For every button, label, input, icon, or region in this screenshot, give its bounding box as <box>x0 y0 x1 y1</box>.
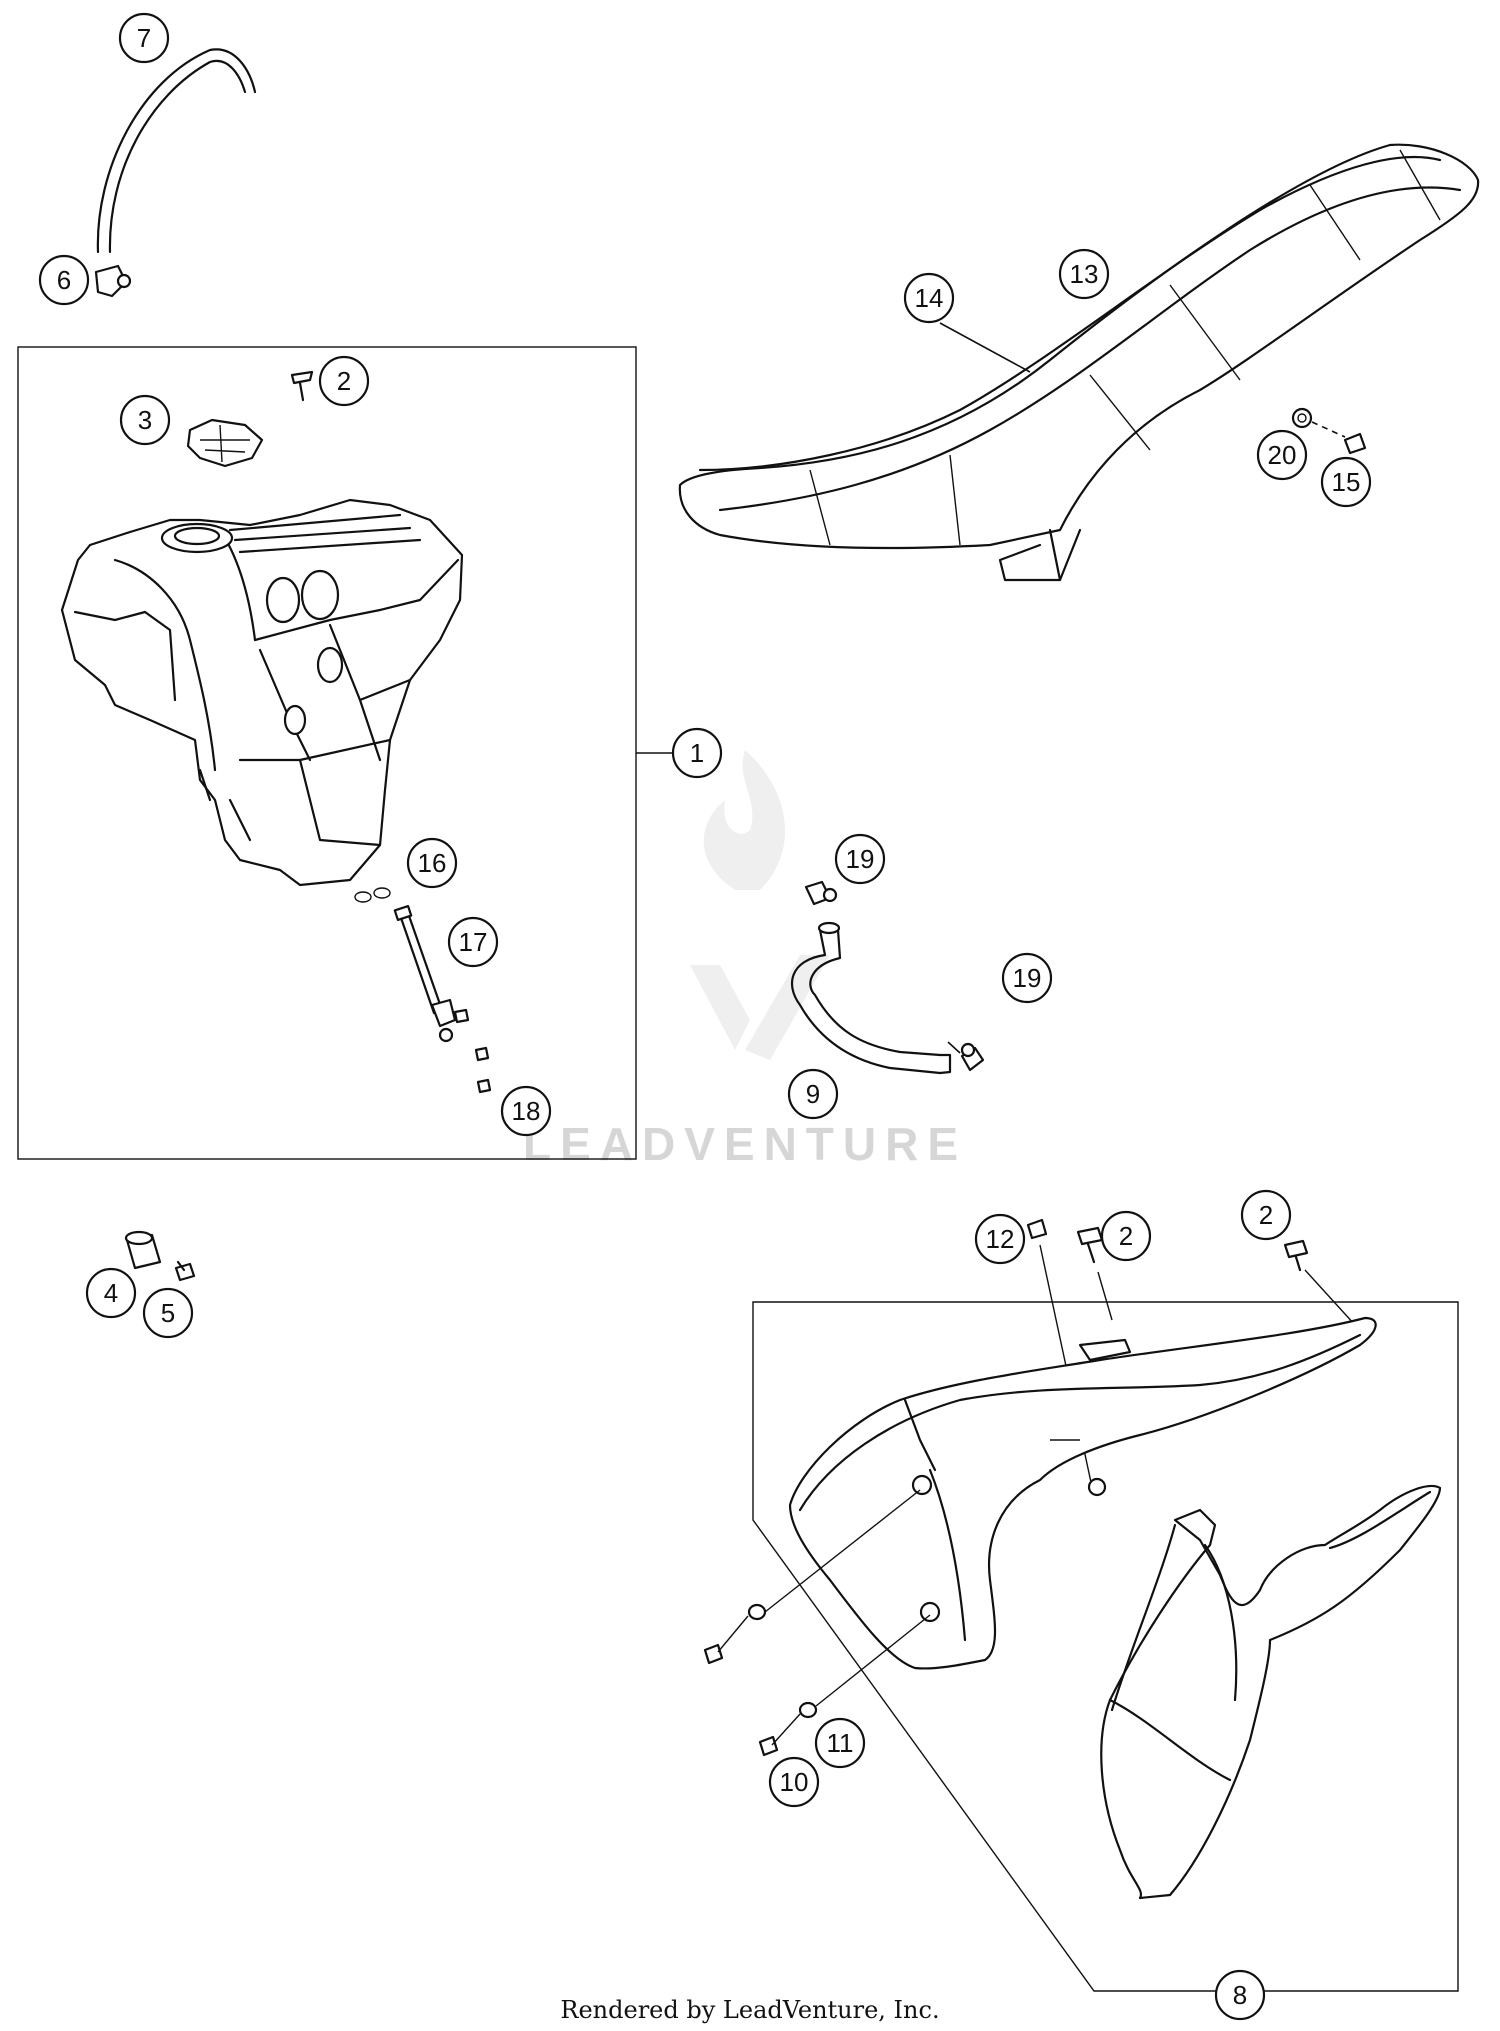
callout-12: 12 <box>974 1213 1026 1265</box>
cover-screw-2b <box>1283 1239 1309 1272</box>
seat-bolt <box>1343 432 1367 455</box>
svg-text:5: 5 <box>161 1298 175 1328</box>
fuel-tank <box>60 498 464 887</box>
seat-nut <box>1291 407 1313 429</box>
callout-14: 14 <box>903 272 955 324</box>
tap-screws <box>474 1046 492 1094</box>
breather-hose <box>96 48 257 254</box>
cover-washer-left <box>747 1603 767 1621</box>
side-cover-left <box>788 1316 1377 1670</box>
svg-text:8: 8 <box>1233 1980 1247 2010</box>
svg-text:19: 19 <box>846 844 875 874</box>
svg-text:10: 10 <box>780 1767 809 1797</box>
svg-text:19: 19 <box>1013 963 1042 993</box>
footer-credit: Rendered by LeadVenture, Inc. <box>560 1996 939 2024</box>
callout-6: 6 <box>38 254 90 306</box>
cover-bolt-10 <box>758 1735 779 1757</box>
screw-top <box>290 370 314 402</box>
svg-text:13: 13 <box>1070 259 1099 289</box>
cover-screw-2a <box>1076 1226 1104 1264</box>
svg-text:12: 12 <box>986 1224 1015 1254</box>
callout-5: 5 <box>142 1287 194 1339</box>
svg-text:15: 15 <box>1332 467 1361 497</box>
callout-1: 1 <box>671 727 723 779</box>
callout-17: 17 <box>447 916 499 968</box>
callout-20: 20 <box>1256 429 1308 481</box>
hose-fitting <box>94 264 132 298</box>
callout-2-top: 2 <box>318 355 370 407</box>
svg-text:18: 18 <box>512 1096 541 1126</box>
watermark-logo <box>690 750 830 1060</box>
fuel-cap <box>186 418 264 468</box>
svg-text:17: 17 <box>459 927 488 957</box>
callout-7: 7 <box>118 12 170 64</box>
hose-clamp-bottom <box>960 1042 985 1072</box>
callout-2-cover-a: 2 <box>1100 1210 1152 1262</box>
svg-text:7: 7 <box>137 23 151 53</box>
spacer-bolt <box>174 1260 196 1282</box>
svg-text:11: 11 <box>827 1728 854 1758</box>
watermark-text: LEADVENTURE <box>523 1118 967 1170</box>
svg-text:1: 1 <box>690 738 704 768</box>
svg-text:2: 2 <box>337 366 351 396</box>
svg-text:3: 3 <box>138 405 152 435</box>
side-cover-right <box>1100 1484 1442 1900</box>
hose-clamp-top <box>804 880 838 906</box>
svg-text:2: 2 <box>1259 1200 1273 1230</box>
callout-19-top: 19 <box>834 833 886 885</box>
svg-text:6: 6 <box>57 265 71 295</box>
callout-4: 4 <box>85 1267 137 1319</box>
callout-10: 10 <box>768 1756 820 1808</box>
callout-16: 16 <box>406 837 458 889</box>
callout-2-cover-b: 2 <box>1240 1189 1292 1241</box>
svg-text:9: 9 <box>806 1079 820 1109</box>
o-rings <box>354 887 391 903</box>
svg-text:16: 16 <box>418 848 447 878</box>
spacer-sleeve <box>124 1230 162 1270</box>
callout-13: 13 <box>1058 248 1110 300</box>
cover-nut-12 <box>1026 1218 1048 1240</box>
callout-11: 11 <box>814 1717 866 1769</box>
callout-3: 3 <box>119 394 171 446</box>
callout-18: 18 <box>500 1085 552 1137</box>
side-cover-group-box <box>752 1301 1459 1992</box>
cover-bolt-left <box>703 1643 724 1665</box>
fuel-tap <box>393 904 470 1043</box>
svg-text:14: 14 <box>915 283 944 313</box>
seat <box>678 143 1480 582</box>
svg-text:4: 4 <box>104 1278 118 1308</box>
overflow-hose <box>791 921 952 1075</box>
callout-9: 9 <box>787 1068 839 1120</box>
callout-8: 8 <box>1214 1969 1266 2021</box>
callout-15: 15 <box>1320 456 1372 508</box>
callout-19-bottom: 19 <box>1001 952 1053 1004</box>
cover-washer-11 <box>798 1701 818 1719</box>
svg-text:2: 2 <box>1119 1221 1133 1251</box>
svg-text:20: 20 <box>1268 440 1297 470</box>
